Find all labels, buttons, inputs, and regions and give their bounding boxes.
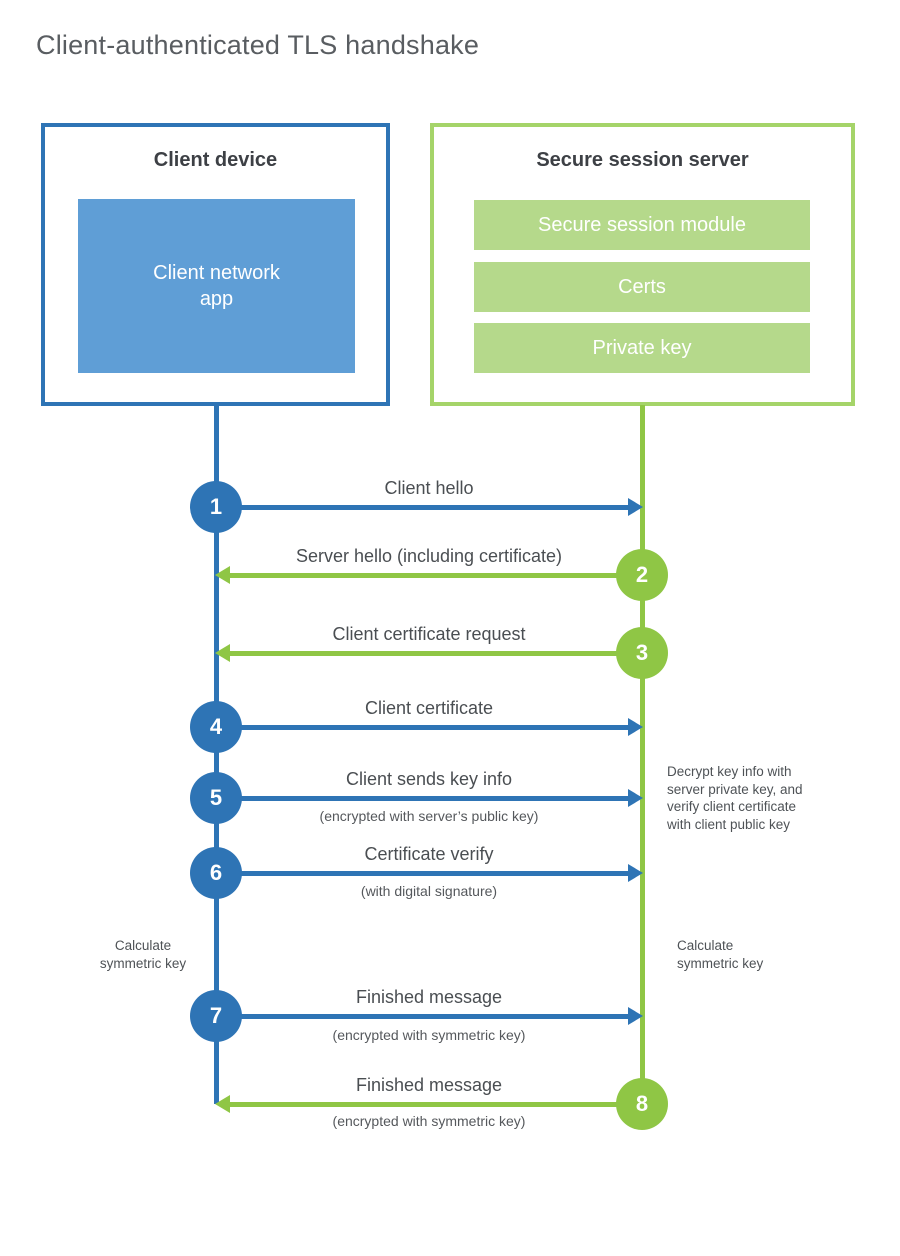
step-5-arrow-shaft [216, 796, 630, 801]
client-network-app-rect: Client network app [78, 199, 355, 373]
step-5-arrowhead-icon [628, 789, 643, 807]
calculate-symmetric-key-note-server: Calculate symmetric key [677, 938, 764, 971]
step-3-badge: 3 [616, 627, 668, 679]
client-device-title: Client device [153, 149, 278, 171]
step-6-label: Certificate verify [364, 844, 494, 864]
step-1-label: Client hello [384, 478, 474, 498]
step-6-arrow-shaft [216, 871, 630, 876]
server-module-secure-session-module: Secure session module [474, 200, 810, 250]
step-7-sublabel: (encrypted with symmetric key) [332, 1027, 526, 1043]
decrypt-note: Decrypt key info with server private key… [667, 764, 803, 832]
step-7-arrow-shaft [216, 1014, 630, 1019]
step-6-badge: 6 [190, 847, 242, 899]
step-4-arrowhead-icon [628, 718, 643, 736]
step-5-label: Client sends key info [345, 769, 513, 789]
step-8-label: Finished message [355, 1075, 503, 1095]
step-8-badge: 8 [616, 1078, 668, 1130]
step-1-badge: 1 [190, 481, 242, 533]
step-8-arrowhead-icon [215, 1095, 230, 1113]
step-2-label: Server hello (including certificate) [295, 546, 563, 566]
step-4-label: Client certificate [364, 698, 494, 718]
step-6-arrowhead-icon [628, 864, 643, 882]
step-7-label: Finished message [355, 987, 503, 1007]
client-lifeline [214, 405, 219, 1104]
step-7-badge: 7 [190, 990, 242, 1042]
step-8-arrow-shaft [230, 1102, 642, 1107]
step-2-arrow-shaft [230, 573, 642, 578]
step-6-sublabel: (with digital signature) [360, 883, 498, 899]
step-5-sublabel: (encrypted with server’s public key) [319, 808, 539, 824]
step-2-arrowhead-icon [215, 566, 230, 584]
step-3-arrowhead-icon [215, 644, 230, 662]
step-5-badge: 5 [190, 772, 242, 824]
step-7-arrowhead-icon [628, 1007, 643, 1025]
step-1-arrow-shaft [216, 505, 630, 510]
step-3-arrow-shaft [230, 651, 642, 656]
calculate-symmetric-key-note-client: Calculate symmetric key [99, 938, 187, 971]
step-1-arrowhead-icon [628, 498, 643, 516]
server-module-certs: Certs [474, 262, 810, 312]
server-lifeline [640, 405, 645, 1105]
page-title: Client-authenticated TLS handshake [36, 30, 480, 60]
secure-session-server-title: Secure session server [536, 149, 749, 171]
step-8-sublabel: (encrypted with symmetric key) [332, 1113, 526, 1129]
step-2-badge: 2 [616, 549, 668, 601]
step-4-arrow-shaft [216, 725, 630, 730]
step-4-badge: 4 [190, 701, 242, 753]
server-module-private-key: Private key [474, 323, 810, 373]
step-3-label: Client certificate request [332, 624, 526, 644]
